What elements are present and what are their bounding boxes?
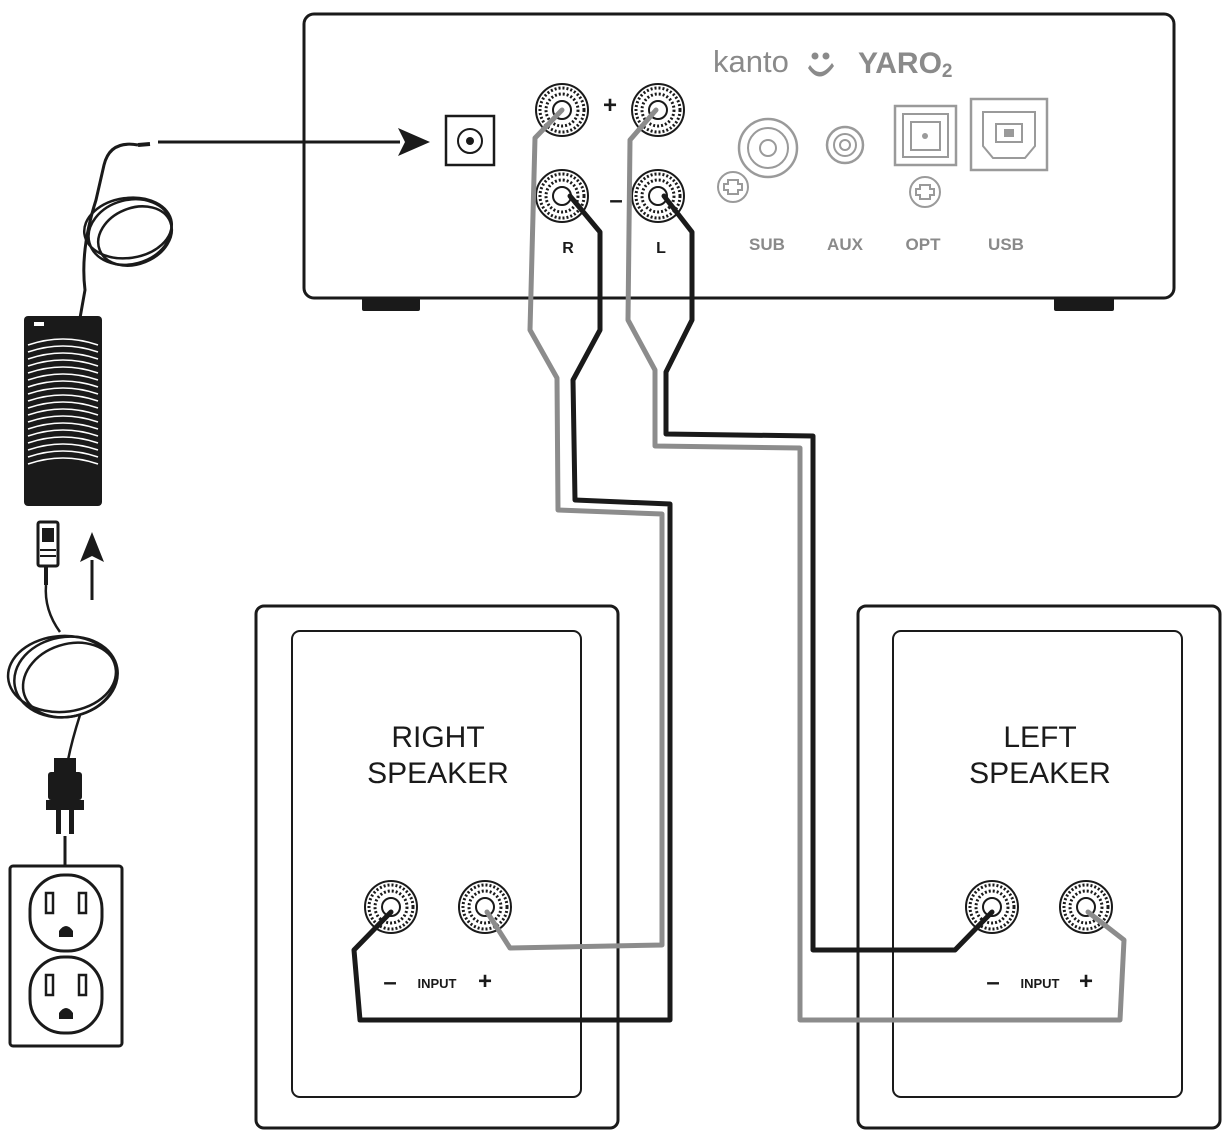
right-speaker-input-label: INPUT — [418, 976, 457, 991]
speaker-wires — [351, 107, 1127, 1023]
left-speaker-title-2: SPEAKER — [969, 757, 1111, 790]
amp-right-minus-terminal — [534, 168, 590, 224]
port-label-aux: AUX — [827, 235, 864, 254]
power-adapter-brick — [24, 316, 102, 506]
wall-outlet — [8, 864, 124, 1048]
brand-logo-icon — [808, 52, 834, 77]
outlet-socket-bottom — [28, 955, 104, 1035]
dc-power-jack — [444, 114, 496, 167]
left-speaker-title-1: LEFT — [1003, 721, 1076, 754]
ac-plug — [46, 758, 84, 834]
port-label-opt: OPT — [906, 235, 942, 254]
usb-port — [969, 97, 1049, 172]
left-speaker-minus-terminal — [964, 879, 1020, 935]
amp-plus-sign: + — [603, 92, 617, 119]
left-speaker-input-label: INPUT — [1021, 976, 1060, 991]
amplifier: kanto YARO2 + – R L — [302, 12, 1176, 311]
outlet-socket-top — [28, 873, 104, 953]
channel-right-label: R — [562, 240, 574, 257]
dc-plug — [137, 142, 151, 147]
left-positive-wire — [625, 107, 1127, 1023]
right-speaker-title-2: SPEAKER — [367, 757, 509, 790]
right-speaker-minus-label: – — [383, 969, 396, 996]
left-negative-wire — [661, 193, 995, 953]
brand-logo-text: kanto — [713, 44, 789, 79]
optical-port — [893, 104, 958, 208]
ac-up-arrow — [80, 532, 104, 600]
amplifier-foot-left — [362, 297, 420, 311]
amplifier-foot-right — [1054, 297, 1114, 311]
right-positive-wire — [484, 107, 665, 951]
model-name: YARO2 — [858, 47, 953, 82]
ac-connector — [36, 520, 60, 585]
port-label-sub: SUB — [749, 235, 785, 254]
dc-cable-coil — [82, 196, 174, 267]
right-speaker-plus-label: + — [478, 968, 492, 995]
power-supply — [6, 128, 430, 1048]
right-speaker-plus-terminal — [457, 879, 513, 935]
left-speaker: LEFT SPEAKER – INPUT + — [856, 604, 1222, 1130]
amp-minus-sign: – — [609, 187, 622, 214]
dc-cable — [78, 142, 139, 319]
channel-left-label: L — [656, 240, 666, 257]
right-negative-wire — [351, 193, 673, 1023]
left-speaker-plus-label: + — [1079, 968, 1093, 995]
right-speaker: RIGHT SPEAKER – INPUT + — [254, 604, 620, 1130]
ac-cord-coil — [6, 584, 119, 761]
port-label-usb: USB — [988, 235, 1024, 254]
aux-jack — [825, 125, 865, 165]
sub-rca-jack — [717, 117, 799, 203]
dc-arrow — [158, 128, 430, 156]
left-speaker-minus-label: – — [986, 969, 999, 996]
right-speaker-minus-terminal — [363, 879, 419, 935]
right-speaker-title-1: RIGHT — [391, 721, 484, 754]
